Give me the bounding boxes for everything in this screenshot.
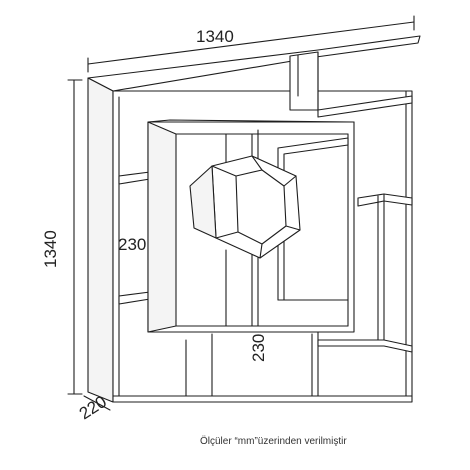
depth-dimension-line [83, 395, 111, 411]
height-label: 1340 [41, 230, 60, 268]
top-extension-panel [289, 51, 319, 111]
bottom-right-shelf [317, 339, 413, 353]
measurement-footnote: Ölçüler “mm”üzerinden verilmiştir [200, 435, 347, 447]
upper-right-shelf [317, 95, 413, 118]
hexagon-edge-2 [251, 155, 263, 171]
inner-left-side [147, 121, 177, 333]
hexagon-depth [189, 165, 217, 239]
hexagon-edge-4 [285, 225, 301, 231]
hexagon-edge-5 [259, 243, 263, 259]
outer-left-side-face [87, 77, 114, 403]
inner-left-label: 230 [118, 235, 146, 254]
width-label: 1340 [196, 27, 234, 46]
inner-bottom-label: 230 [249, 334, 268, 362]
hexagon-edge-6 [215, 231, 239, 239]
width-dimension-line [87, 21, 415, 65]
hexagon-edge-1 [211, 165, 237, 177]
outer-top-face [87, 35, 421, 92]
hexagon-edge-3 [283, 175, 297, 187]
